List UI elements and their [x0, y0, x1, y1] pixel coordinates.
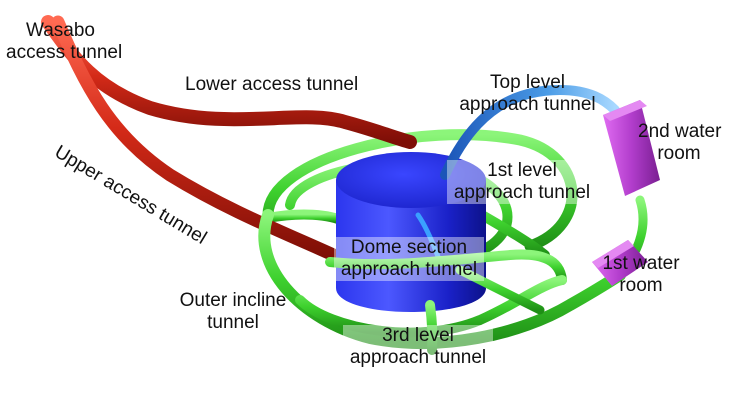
- green-crossbar-left: [263, 209, 350, 227]
- upper-access-tunnel: [51, 15, 347, 265]
- label-line: tunnel: [207, 312, 259, 333]
- label-line: access tunnel: [6, 42, 123, 63]
- label-line: 3rd level: [382, 325, 454, 346]
- label-wasabo-access-tunnel: Wasabo access tunnel: [6, 20, 122, 64]
- water-room-1-top: [592, 240, 634, 268]
- water-room-2-top: [603, 100, 647, 121]
- green-lower-loop: [295, 275, 567, 338]
- tank-body: [336, 180, 486, 312]
- label-2nd-water-room: 2nd water room: [638, 121, 722, 165]
- label-1st-level-approach-tunnel: 1st level approach tunnel: [447, 160, 597, 204]
- lower-access-tunnel: [41, 15, 417, 149]
- label-line: 2nd water: [638, 121, 722, 142]
- label-1st-water-room: 1st water room: [596, 253, 686, 297]
- label-line: approach tunnel: [349, 347, 487, 368]
- label-dome-section-approach-tunnel: Dome section approach tunnel: [334, 237, 484, 281]
- water-rooms: [592, 100, 660, 286]
- label-line: Top level: [490, 72, 565, 93]
- level3-approach-tunnel: [425, 300, 438, 355]
- label-3rd-level-approach-tunnel: 3rd level approach tunnel: [343, 325, 493, 369]
- water-room-1-block: [592, 240, 648, 286]
- label-line: approach tunnel: [459, 94, 596, 115]
- green-front-diagonal: [455, 265, 545, 315]
- label-line: 1st water: [602, 253, 680, 274]
- label-line: Dome section: [350, 237, 468, 258]
- label-line: Lower access tunnel: [185, 74, 359, 95]
- dome-section-connector: [325, 249, 567, 285]
- green-tunnel-network-front: [258, 195, 648, 355]
- label-lower-access-tunnel: Lower access tunnel: [185, 74, 358, 96]
- label-top-level-approach-tunnel: Top level approach tunnel: [455, 72, 600, 116]
- water-room-2-side: [603, 100, 660, 196]
- label-outer-incline-tunnel: Outer incline tunnel: [170, 290, 296, 334]
- label-line: Wasabo: [26, 20, 95, 41]
- label-line: 1st level: [487, 160, 557, 181]
- label-line: room: [657, 143, 701, 164]
- green-upper-loop: [262, 129, 578, 252]
- label-line: room: [619, 275, 663, 296]
- water-room-1-front: [592, 240, 648, 286]
- top-level-tunnel: [440, 84, 620, 180]
- label-line: Outer incline: [179, 290, 287, 311]
- water-room-2-block: [603, 100, 660, 196]
- top-level-approach-tunnel: [440, 84, 620, 180]
- label-line: approach tunnel: [340, 259, 478, 280]
- red-access-tunnels: [41, 15, 417, 265]
- label-line: approach tunnel: [453, 182, 591, 203]
